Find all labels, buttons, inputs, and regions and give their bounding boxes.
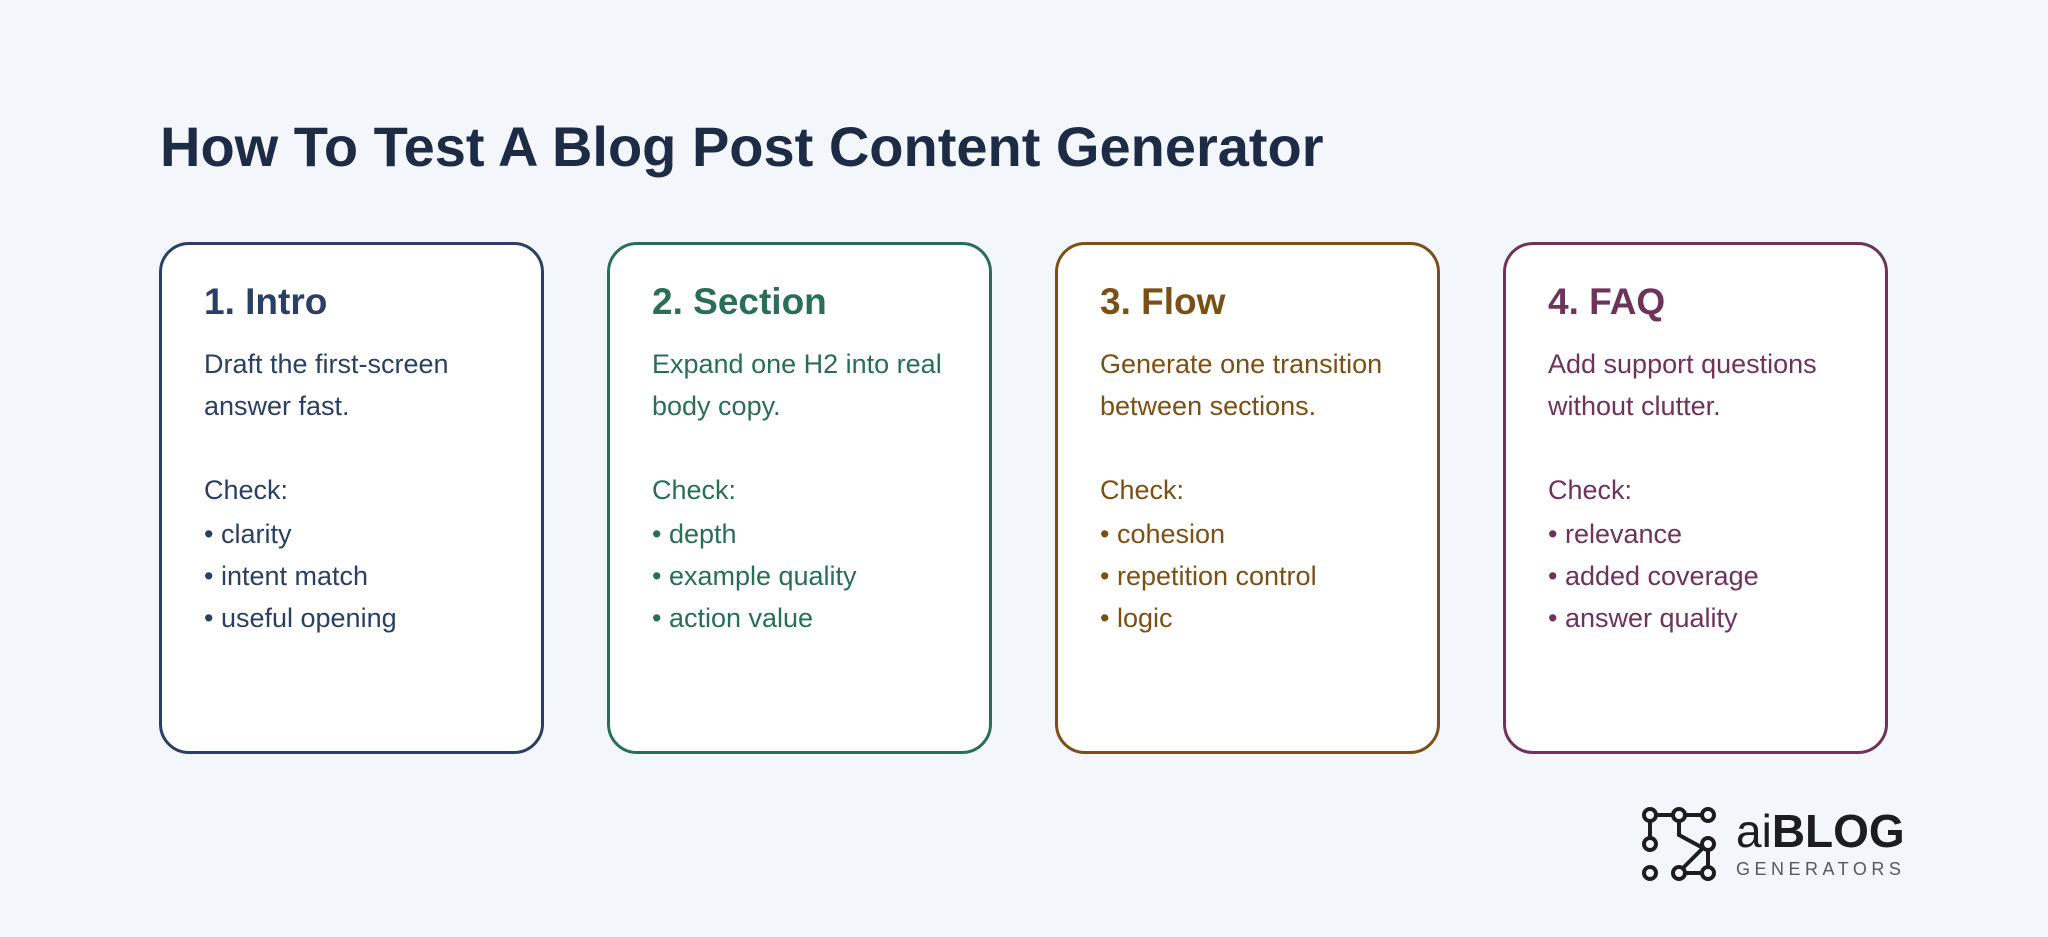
card-description: Generate one transition between sections… [1100, 349, 1383, 421]
check-item: • added coverage [1548, 561, 1759, 591]
brand-name-prefix: ai [1736, 805, 1772, 857]
brand-logo: aiBLOG GENERATORS [1640, 805, 1905, 883]
check-list: • relevance • added coverage • answer qu… [1548, 513, 1885, 639]
check-item: • repetition control [1100, 561, 1317, 591]
check-item: • example quality [652, 561, 857, 591]
check-item: • answer quality [1548, 603, 1738, 633]
check-item: • cohesion [1100, 519, 1226, 549]
circuit-nodes-icon [1642, 807, 1716, 881]
check-item: • action value [652, 603, 814, 633]
card-description: Expand one H2 into real body copy. [652, 349, 942, 421]
brand-wordmark: aiBLOG GENERATORS [1736, 808, 1905, 880]
check-item: • useful opening [204, 603, 397, 633]
check-label: Check: [204, 475, 289, 505]
check-list: • depth • example quality • action value [652, 513, 989, 639]
brand-name-main: BLOG [1771, 805, 1905, 857]
check-item: • relevance [1548, 519, 1683, 549]
card-title: 3. Flow [1100, 281, 1226, 322]
card-description: Add support questions without clutter. [1548, 349, 1817, 421]
card-faq: 4. FAQ Add support questions without clu… [1503, 242, 1888, 754]
card-intro: 1. Intro Draft the first-screen answer f… [159, 242, 544, 754]
check-item: • depth [652, 519, 737, 549]
check-label: Check: [1100, 475, 1185, 505]
check-item: • logic [1100, 603, 1173, 633]
card-description: Draft the first-screen answer fast. [204, 349, 449, 421]
check-label: Check: [1548, 475, 1633, 505]
check-label: Check: [652, 475, 737, 505]
brand-subtitle: GENERATORS [1736, 859, 1906, 879]
card-section: 2. Section Expand one H2 into real body … [607, 242, 992, 754]
card-title: 1. Intro [204, 281, 328, 322]
check-item: • intent match [204, 561, 369, 591]
check-list: • clarity • intent match • useful openin… [204, 513, 541, 639]
brand-name: aiBLOG [1736, 808, 1905, 854]
card-title: 4. FAQ [1548, 281, 1666, 322]
card-flow: 3. Flow Generate one transition between … [1055, 242, 1440, 754]
check-list: • cohesion • repetition control • logic [1100, 513, 1437, 639]
card-title: 2. Section [652, 281, 827, 322]
check-item: • clarity [204, 519, 292, 549]
card-row: 1. Intro Draft the first-screen answer f… [159, 242, 1888, 754]
page-title: How To Test A Blog Post Content Generato… [160, 115, 1324, 178]
